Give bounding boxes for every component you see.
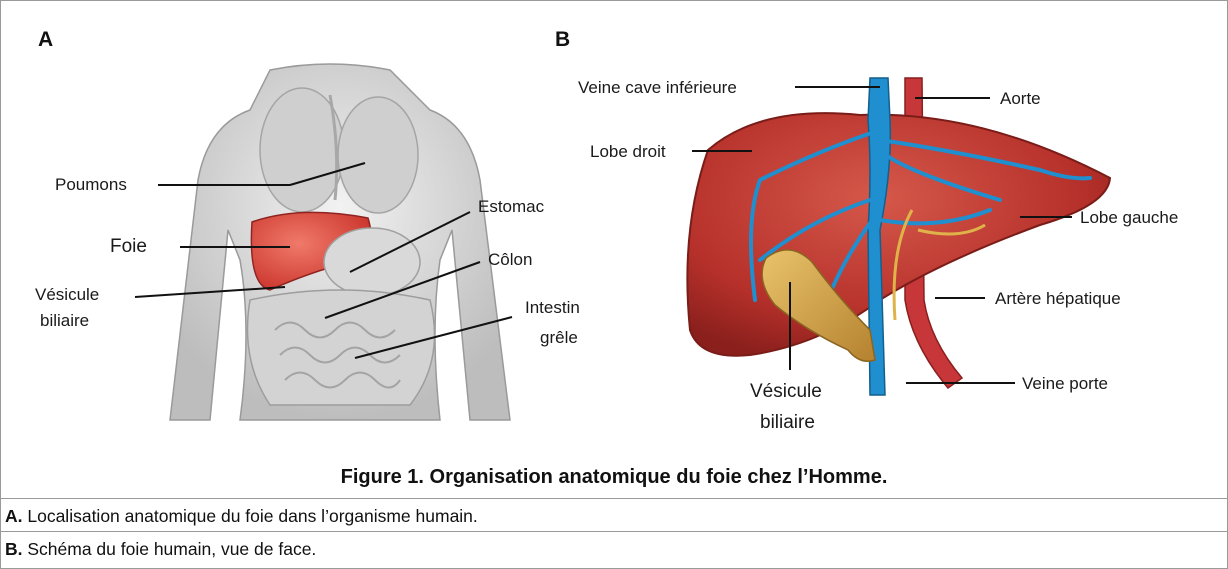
caption-a-text: Localisation anatomique du foie dans l’o… <box>23 506 478 526</box>
label-lobe-gauche: Lobe gauche <box>1080 208 1178 227</box>
label-intestin-line1: Intestin <box>525 298 580 317</box>
torso-illustration <box>170 64 510 420</box>
label-vesicule-a-line1: Vésicule <box>35 285 99 304</box>
label-poumons: Poumons <box>55 175 127 194</box>
caption-b-letter: B. <box>5 539 23 559</box>
caption-b: B. Schéma du foie humain, vue de face. <box>5 539 316 560</box>
caption-a: A. Localisation anatomique du foie dans … <box>5 506 478 527</box>
label-vesicule-b-line1: Vésicule <box>750 381 822 402</box>
label-vesicule-b-line2: biliaire <box>760 412 815 433</box>
label-lobe-droit: Lobe droit <box>590 142 666 161</box>
label-colon: Côlon <box>488 250 532 269</box>
label-intestin-line2: grêle <box>540 328 578 347</box>
label-estomac: Estomac <box>478 197 545 216</box>
label-artere-hepatique: Artère hépatique <box>995 289 1121 308</box>
left-lung-shape <box>338 97 418 213</box>
label-foie: Foie <box>110 236 147 257</box>
label-veine-cave: Veine cave inférieure <box>578 78 737 97</box>
caption-a-letter: A. <box>5 506 23 526</box>
intestine-shape <box>248 290 435 405</box>
label-aorte: Aorte <box>1000 89 1041 108</box>
figure-title: Figure 1. Organisation anatomique du foi… <box>0 466 1228 489</box>
label-vesicule-a-line2: biliaire <box>40 311 89 330</box>
label-veine-porte: Veine porte <box>1022 374 1108 393</box>
liver-diagram <box>687 78 1110 395</box>
caption-b-text: Schéma du foie humain, vue de face. <box>23 539 317 559</box>
